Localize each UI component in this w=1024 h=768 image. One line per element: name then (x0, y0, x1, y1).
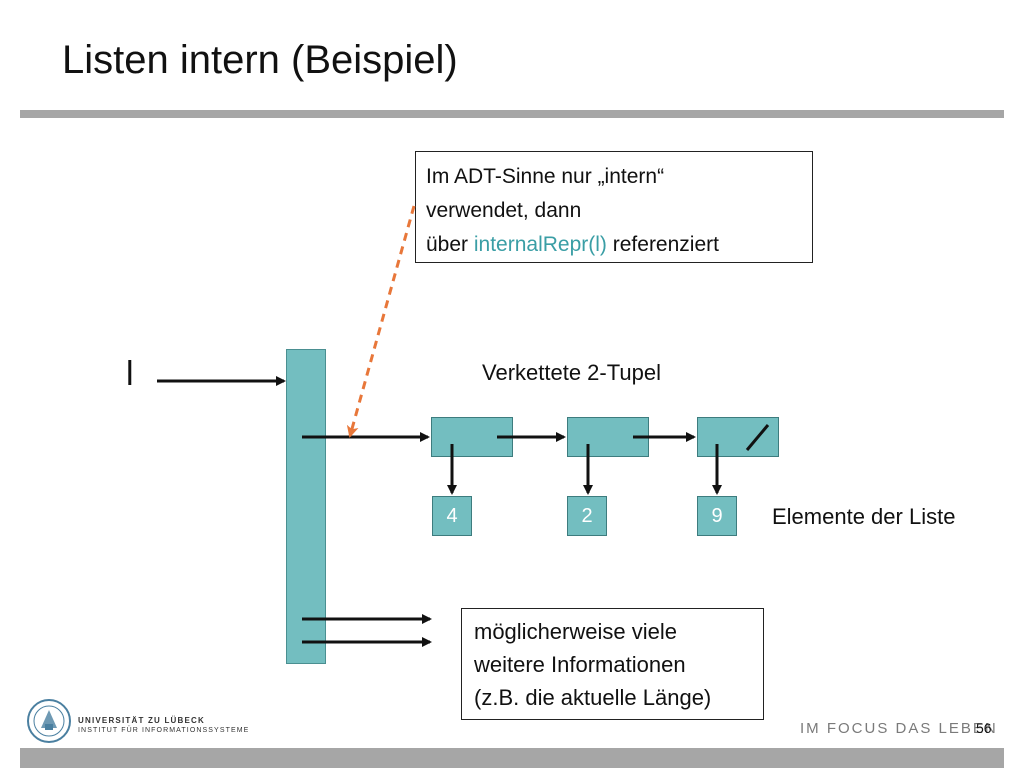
info-line-2: weitere Informationen (474, 652, 686, 677)
elements-label: Elemente der Liste (772, 504, 956, 529)
university-name: UNIVERSITÄT ZU LÜBECK (78, 716, 205, 725)
note-line-2: verwendet, dann (426, 199, 582, 222)
info-box: möglicherweise viele weitere Information… (461, 608, 764, 720)
element-box-2: 2 (567, 496, 607, 536)
element-box-1: 4 (432, 496, 472, 536)
internal-repr-dashed-arrow (346, 205, 416, 438)
info-line-1: möglicherweise viele (474, 619, 677, 644)
title-divider (20, 110, 1004, 118)
footer-bar (20, 748, 1004, 768)
tuple-node-3 (697, 417, 779, 457)
note-line-3-suffix: referenziert (606, 233, 719, 256)
note-line-3-prefix: über (426, 233, 474, 256)
list-variable: l (126, 355, 134, 393)
slogan: IM FOCUS DAS LEBEN (800, 720, 998, 737)
internal-record (286, 349, 326, 664)
note-line-1: Im ADT-Sinne nur „intern“ (426, 165, 665, 188)
tuple-label: Verkettete 2-Tupel (482, 360, 661, 385)
slide-title: Listen intern (Beispiel) (62, 38, 458, 82)
nil-slash (745, 424, 770, 451)
university-seal-icon (27, 699, 71, 743)
institute-name: INSTITUT FÜR INFORMATIONSSYSTEME (78, 727, 250, 734)
note-box: Im ADT-Sinne nur „intern“ verwendet, dan… (415, 151, 813, 263)
note-line-3: über internalRepr(l) referenziert (426, 228, 802, 262)
element-box-3: 9 (697, 496, 737, 536)
internal-repr-term: internalRepr(l) (473, 233, 607, 256)
page-number: 56 (976, 720, 992, 736)
info-line-3: (z.B. die aktuelle Länge) (474, 685, 712, 710)
